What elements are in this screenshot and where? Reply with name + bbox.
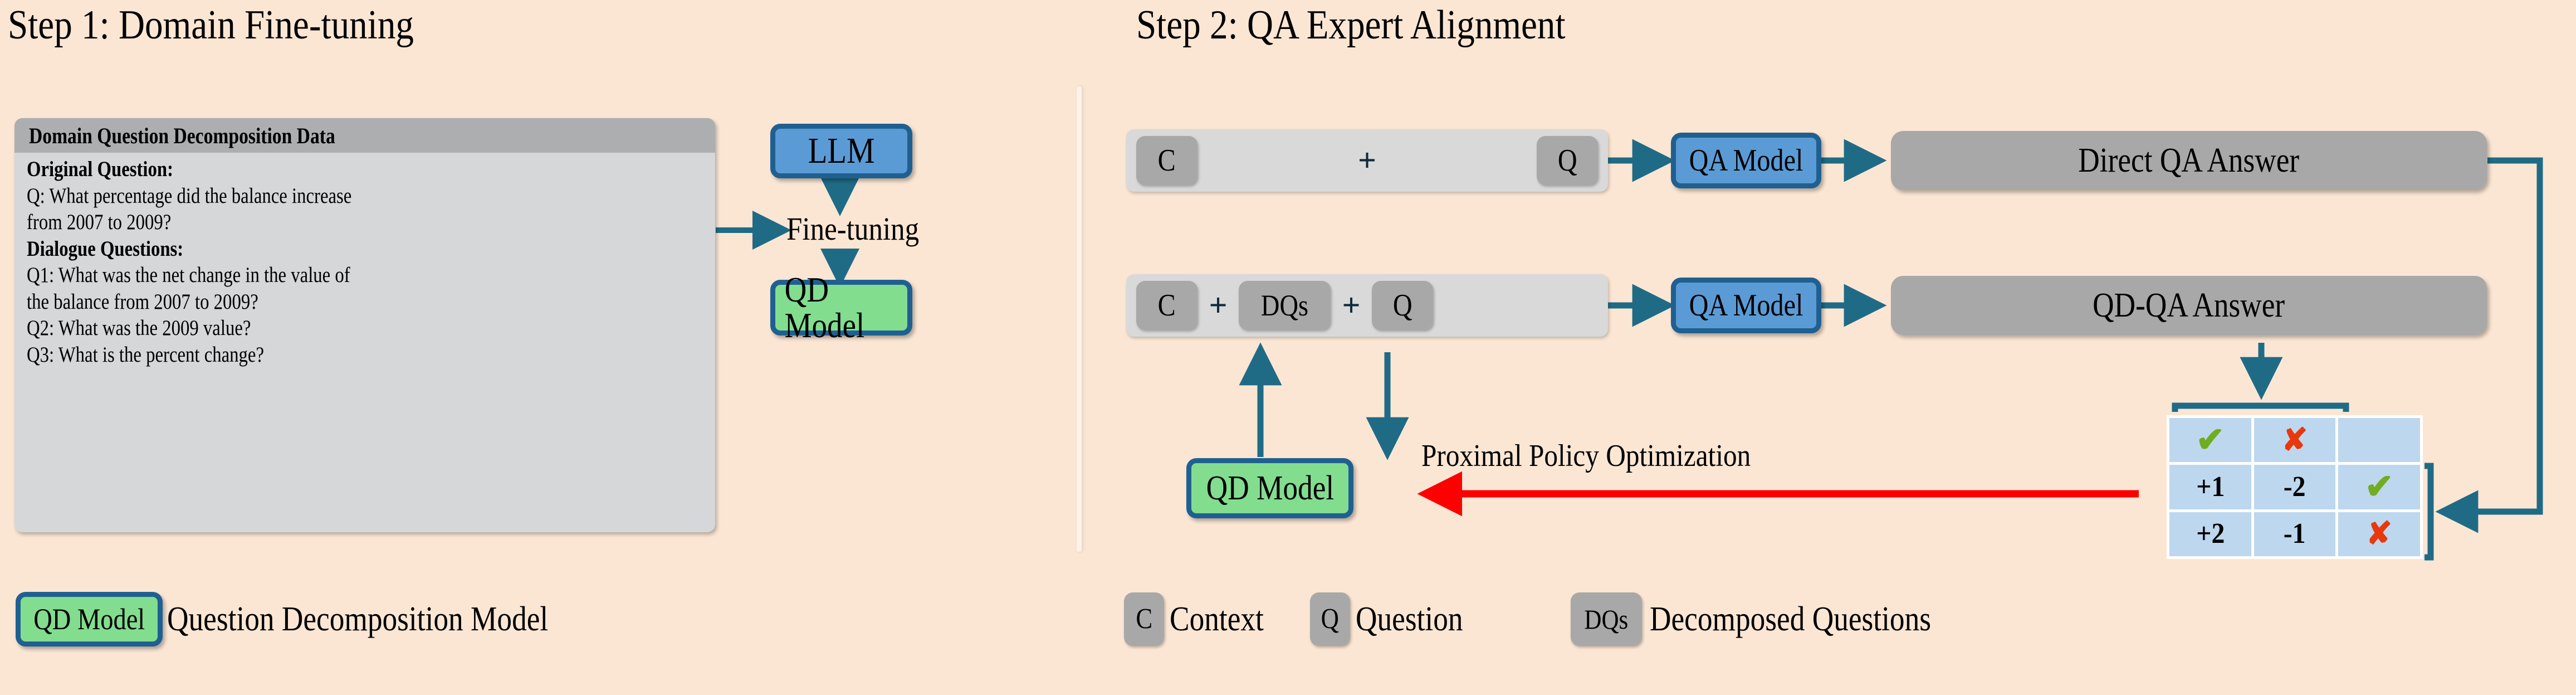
data-line-text: the balance from 2007 to 2009?: [27, 289, 258, 314]
reward-cell: +2: [2169, 512, 2251, 556]
legend-badge-dqs: DQs: [1571, 592, 1642, 646]
fine-tuning-label-text: Fine-tuning: [786, 211, 920, 247]
reward-cell-text: +2: [2196, 518, 2225, 550]
data-line: from 2007 to 2009?: [27, 209, 703, 236]
table-top-bracket: [2172, 402, 2349, 412]
row1-chip-context-label: C: [1157, 143, 1176, 178]
tick-icon: ✔: [2364, 468, 2394, 506]
cross-icon: ✘: [2281, 422, 2308, 458]
domain-data-card-header-text: Domain Question Decomposition Data: [29, 123, 335, 148]
row1-qa-model-box[interactable]: QA Model: [1671, 133, 1821, 188]
legend-label-context-text: Context: [1170, 600, 1264, 638]
arrow-direct-answer-to-table: [2435, 157, 2543, 533]
qd-model-box-step2-label: QD Model: [1206, 469, 1334, 507]
legend-badge-question: Q: [1310, 592, 1350, 646]
reward-cell: -1: [2254, 512, 2336, 556]
table-right-bracket: [2425, 463, 2434, 561]
row1-plus-operator-text: +: [1357, 142, 1377, 178]
row2-qa-model-box[interactable]: QA Model: [1671, 278, 1821, 333]
qd-qa-answer-box[interactable]: QD-QA Answer: [1891, 276, 2487, 335]
reward-cell: ✔: [2169, 418, 2251, 463]
legend-badge-question-label: Q: [1321, 603, 1340, 635]
row1-qa-model-label: QA Model: [1689, 143, 1803, 178]
row2-chip-question-label: Q: [1392, 288, 1412, 323]
data-line-text: Q3: What is the percent change?: [27, 343, 265, 367]
legend-label-qd-model: Question Decomposition Model: [167, 602, 610, 636]
cross-icon: ✘: [2366, 517, 2393, 552]
data-line: Q2: What was the 2009 value?: [27, 315, 703, 342]
qd-qa-answer-label: QD-QA Answer: [2093, 286, 2285, 324]
row2-chip-context-label: C: [1157, 288, 1176, 323]
tick-icon: ✔: [2196, 421, 2225, 459]
row2-plus-operator-1: +: [1197, 289, 1239, 322]
row2-plus-operator-1-text: +: [1209, 287, 1228, 323]
legend-label-context: Context: [1170, 602, 1279, 636]
reward-cell-text: -2: [2284, 470, 2306, 503]
data-line-text: from 2007 to 2009?: [27, 210, 172, 235]
ppo-label: Proximal Policy Optimization: [1421, 440, 1796, 472]
legend-label-dqs: Decomposed Questions: [1650, 602, 1977, 636]
row2-plus-operator-2: +: [1331, 289, 1372, 322]
fine-tuning-label: Fine-tuning: [786, 213, 937, 245]
panel-divider: [1077, 86, 1082, 552]
direct-qa-answer-label: Direct QA Answer: [2078, 142, 2300, 179]
reward-table: ✔ ✘ +1 -2 ✔ +2 -1 ✘: [2167, 415, 2423, 559]
row2-chip-dqs-label: DQs: [1260, 289, 1309, 322]
reward-cell: -2: [2254, 465, 2336, 509]
qd-model-box-step2[interactable]: QD Model: [1186, 458, 1353, 518]
reward-cell: ✘: [2254, 418, 2336, 463]
qd-model-box-step1-label: QD Model: [784, 270, 865, 345]
row1-chip-question-label: Q: [1557, 143, 1577, 178]
reward-cell-text: +1: [2196, 470, 2225, 503]
legend-badge-dqs-label: DQs: [1584, 604, 1629, 635]
legend-label-question: Question: [1356, 602, 1480, 636]
row1-plus-operator: +: [1197, 144, 1537, 177]
data-line-text: Q1: What was the net change in the value…: [27, 263, 350, 288]
data-line-text: Original Question:: [27, 157, 174, 181]
domain-data-card-body: Original Question: Q: What percentage di…: [14, 153, 715, 374]
llm-box-label: LLM: [808, 130, 875, 171]
llm-box[interactable]: LLM: [770, 124, 912, 178]
data-line-text: Q: What percentage did the balance incre…: [27, 183, 352, 208]
data-line: Original Question:: [27, 156, 703, 183]
legend-badge-qd-model-label: QD Model: [33, 602, 145, 636]
row2-qa-model-label: QA Model: [1689, 288, 1803, 323]
row2-chip-question[interactable]: Q: [1372, 281, 1433, 330]
direct-qa-answer-box[interactable]: Direct QA Answer: [1891, 131, 2487, 190]
reward-cell: [2338, 418, 2420, 463]
data-line: Q3: What is the percent change?: [27, 342, 703, 368]
qd-model-box-step1[interactable]: QD Model: [770, 272, 912, 343]
data-line: the balance from 2007 to 2009?: [27, 289, 703, 315]
step2-title: Step 2: QA Expert Alignment: [1136, 2, 1566, 48]
legend-label-dqs-text: Decomposed Questions: [1650, 600, 1931, 638]
data-line: Dialogue Questions:: [27, 236, 703, 263]
data-line: Q1: What was the net change in the value…: [27, 262, 703, 289]
row2-chip-context[interactable]: C: [1136, 281, 1197, 330]
legend-badge-context-label: C: [1136, 603, 1152, 635]
domain-data-card-header: Domain Question Decomposition Data: [14, 118, 715, 153]
row1-input-strip: C + Q: [1126, 129, 1608, 192]
reward-cell-text: -1: [2284, 518, 2306, 550]
reward-cell: ✘: [2338, 512, 2420, 556]
row2-chip-dqs[interactable]: DQs: [1239, 281, 1331, 330]
ppo-label-text: Proximal Policy Optimization: [1421, 439, 1751, 473]
legend-label-qd-model-text: Question Decomposition Model: [167, 600, 549, 638]
data-line: Q: What percentage did the balance incre…: [27, 183, 703, 210]
data-line-text: Q2: What was the 2009 value?: [27, 316, 251, 341]
legend-badge-context: C: [1124, 592, 1164, 646]
step1-title: Step 1: Domain Fine-tuning: [8, 2, 414, 48]
row1-chip-context[interactable]: C: [1136, 136, 1197, 185]
data-line-text: Dialogue Questions:: [27, 236, 184, 261]
domain-data-card: Domain Question Decomposition Data Origi…: [14, 118, 715, 532]
legend-label-question-text: Question: [1356, 600, 1463, 638]
row2-plus-operator-2-text: +: [1342, 287, 1361, 323]
row1-chip-question[interactable]: Q: [1537, 136, 1598, 185]
reward-cell: +1: [2169, 465, 2251, 509]
reward-cell: ✔: [2338, 465, 2420, 509]
row2-input-strip: C + DQs + Q: [1126, 274, 1608, 337]
legend-badge-qd-model: QD Model: [16, 592, 163, 647]
